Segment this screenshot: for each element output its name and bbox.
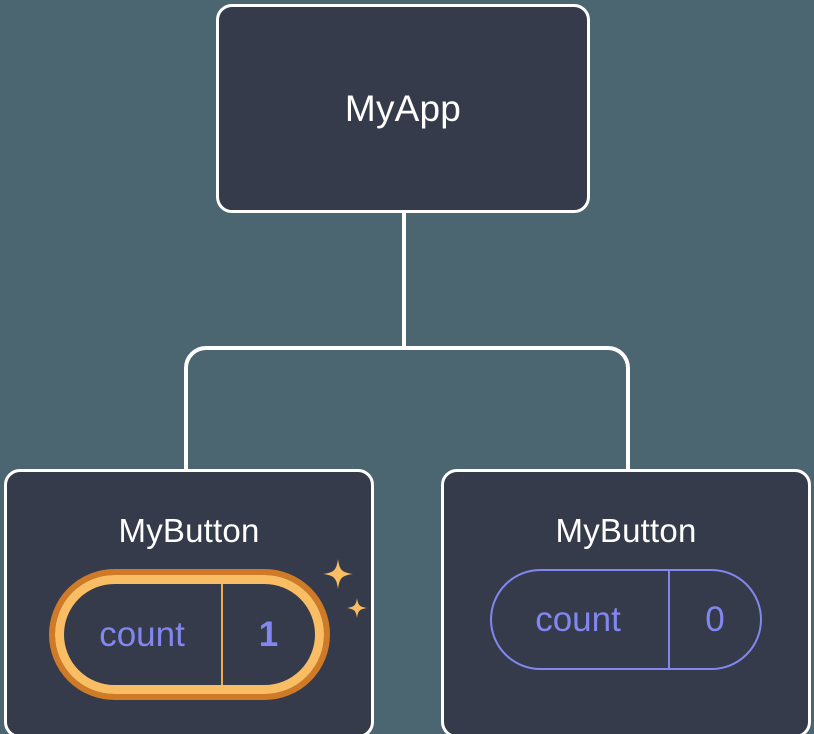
state-pill-right-wrap: count 0 (490, 569, 762, 670)
node-mybutton-right-title: MyButton (555, 512, 697, 549)
node-mybutton-right[interactable]: MyButton count 0 (441, 469, 811, 734)
node-mybutton-left-title: MyButton (118, 512, 260, 549)
state-pill-right-value: 0 (705, 600, 725, 639)
state-pill-right-key: count (492, 571, 670, 668)
edge-root-to-left-child (184, 346, 404, 474)
node-mybutton-left[interactable]: MyButton count 1 (4, 469, 374, 734)
sparkle-large-icon (322, 559, 353, 589)
node-myapp-title: MyApp (344, 88, 462, 129)
state-pill-left-highlight-ring: count 1 (48, 569, 330, 700)
edge-root-to-right-child (404, 346, 630, 474)
state-pill-left-value: 1 (258, 615, 279, 654)
state-pill-left-wrap: count 1 (48, 559, 367, 700)
state-pill-left[interactable]: count 1 (54, 575, 324, 694)
state-pill-right[interactable]: count 0 (490, 569, 762, 670)
sparkle-small-icon (346, 598, 367, 618)
node-myapp[interactable]: MyApp (216, 4, 590, 213)
state-pill-left-key: count (64, 584, 223, 685)
